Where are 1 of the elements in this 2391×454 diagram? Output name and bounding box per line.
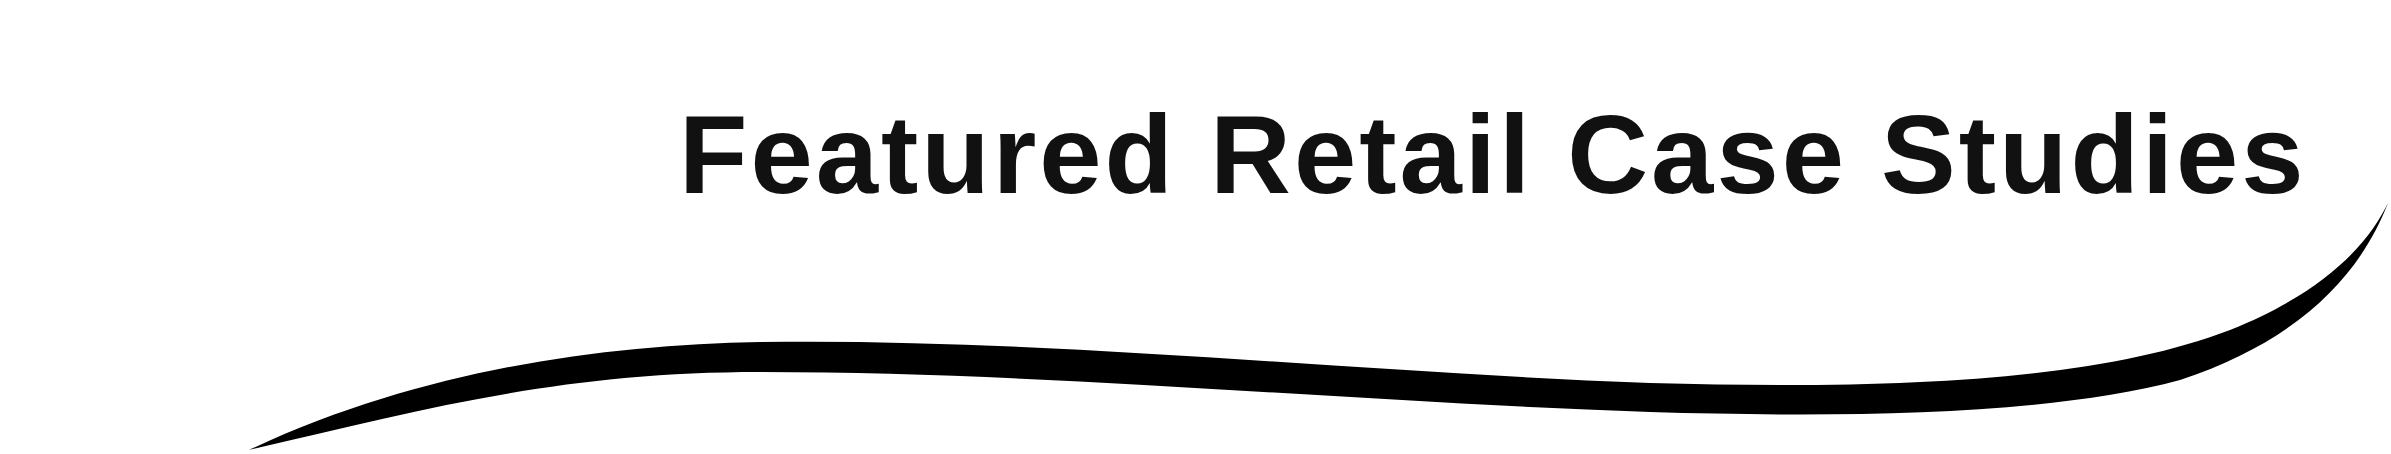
title: Featured Retail Case Studies [679, 91, 2307, 219]
